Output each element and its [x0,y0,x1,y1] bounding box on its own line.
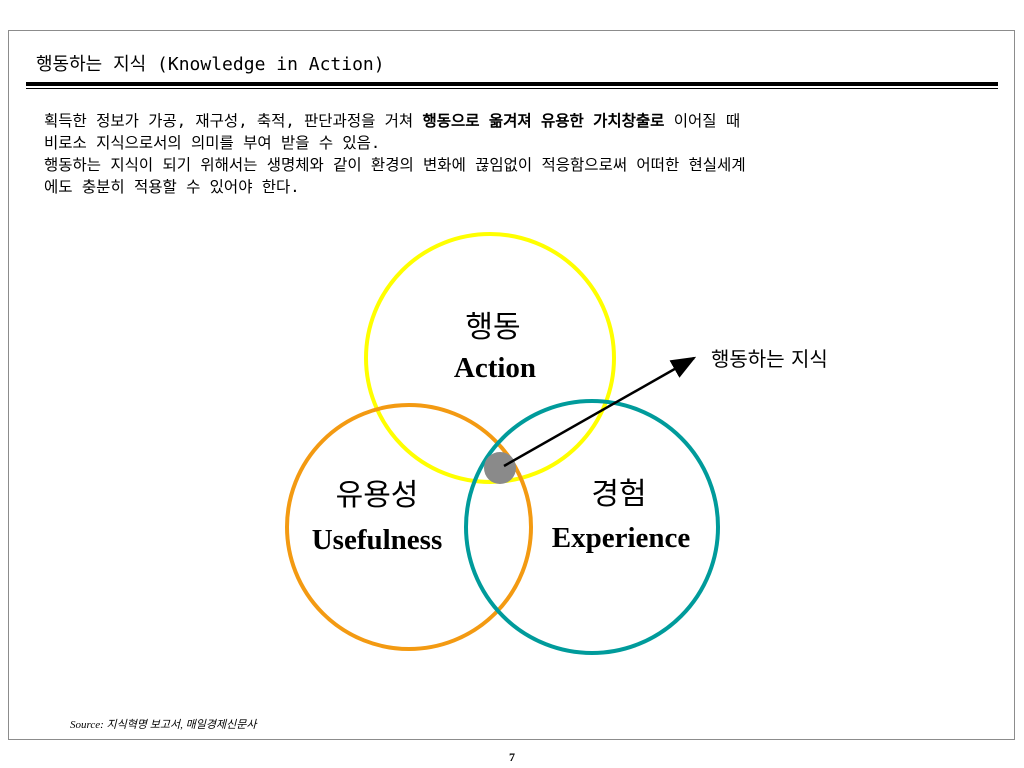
body-line-1-end: 이어질 때 [664,112,741,130]
body-line-3: 행동하는 지식이 되기 위해서는 생명체와 같이 환경의 변화에 끊임없이 적응… [44,156,746,174]
arrow-line [503,356,697,468]
usefulness-label-english: Usefulness [312,524,443,556]
body-line-2: 비로소 지식으로서의 의미를 부여 받을 수 있음. [44,134,381,152]
arrow-label: 행동하는 지식 [711,347,828,371]
body-line-4: 에도 충분히 적용할 수 있어야 한다. [44,178,300,196]
title-rule-thin [26,88,998,89]
body-text: 획득한 정보가 가공, 재구성, 축적, 판단과정을 거쳐 행동으로 옮겨져 유… [44,110,994,198]
body-line-1: 획득한 정보가 가공, 재구성, 축적, 판단과정을 거쳐 행동으로 옮겨져 유… [44,110,994,132]
slide-title: 행동하는 지식 (Knowledge in Action) [36,54,385,75]
action-label-korean: 행동 [465,310,520,345]
page-number: 7 [509,750,515,764]
circle-usefulness [285,403,533,651]
experience-label-english: Experience [552,522,691,554]
intersection-dot [484,452,516,484]
title-rule-thick [26,82,998,86]
usefulness-label-korean: 유용성 [336,478,419,513]
circle-action [364,232,616,484]
circle-experience [464,399,720,655]
body-line-1-emphasis: 행동으로 옮겨져 유용한 가치창출로 [422,112,665,130]
body-line-1-start: 획득한 정보가 가공, 재구성, 축적, 판단과정을 거쳐 [44,112,423,130]
action-label-english: Action [454,352,536,384]
experience-label-korean: 경험 [591,477,646,512]
slide-frame [8,30,1015,740]
source-note: Source: 지식혁명 보고서, 매일경제신문사 [70,719,257,731]
